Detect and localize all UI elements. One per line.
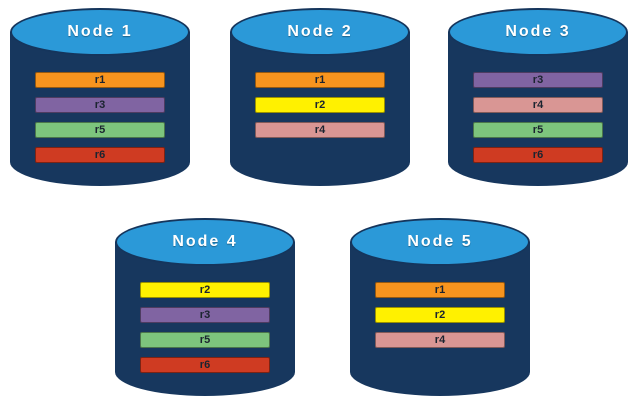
- replica-bar: r6: [35, 147, 165, 163]
- node-5-cylinder: Node 5 r1 r2 r4: [350, 218, 530, 396]
- node-title: Node 3: [505, 23, 571, 40]
- cylinder-top: Node 2: [230, 8, 410, 56]
- replica-bar: r5: [140, 332, 270, 348]
- replica-bar: r4: [375, 332, 505, 348]
- cylinder-top: Node 5: [350, 218, 530, 266]
- replica-list: r3 r4 r5 r6: [473, 72, 603, 163]
- replica-bar: r2: [140, 282, 270, 298]
- replica-bar: r1: [35, 72, 165, 88]
- cylinder-top: Node 1: [10, 8, 190, 56]
- replica-bar: r6: [140, 357, 270, 373]
- node-title: Node 4: [172, 233, 238, 250]
- cylinder-top: Node 3: [448, 8, 628, 56]
- replica-list: r1 r2 r4: [255, 72, 385, 138]
- replica-bar: r1: [375, 282, 505, 298]
- node-3-cylinder: Node 3 r3 r4 r5 r6: [448, 8, 628, 186]
- node-4-cylinder: Node 4 r2 r3 r5 r6: [115, 218, 295, 396]
- replica-bar: r2: [375, 307, 505, 323]
- cylinder-top: Node 4: [115, 218, 295, 266]
- node-title: Node 5: [407, 233, 473, 250]
- replica-list: r2 r3 r5 r6: [140, 282, 270, 373]
- replica-bar: r4: [255, 122, 385, 138]
- replica-bar: r4: [473, 97, 603, 113]
- replica-bar: r5: [473, 122, 603, 138]
- replica-bar: r5: [35, 122, 165, 138]
- node-title: Node 1: [67, 23, 133, 40]
- replica-list: r1 r3 r5 r6: [35, 72, 165, 163]
- replica-bar: r2: [255, 97, 385, 113]
- replica-bar: r3: [473, 72, 603, 88]
- replica-bar: r6: [473, 147, 603, 163]
- replica-bar: r3: [35, 97, 165, 113]
- replica-bar: r1: [255, 72, 385, 88]
- node-2-cylinder: Node 2 r1 r2 r4: [230, 8, 410, 186]
- replica-bar: r3: [140, 307, 270, 323]
- replica-list: r1 r2 r4: [375, 282, 505, 348]
- node-1-cylinder: Node 1 r1 r3 r5 r6: [10, 8, 190, 186]
- node-title: Node 2: [287, 23, 353, 40]
